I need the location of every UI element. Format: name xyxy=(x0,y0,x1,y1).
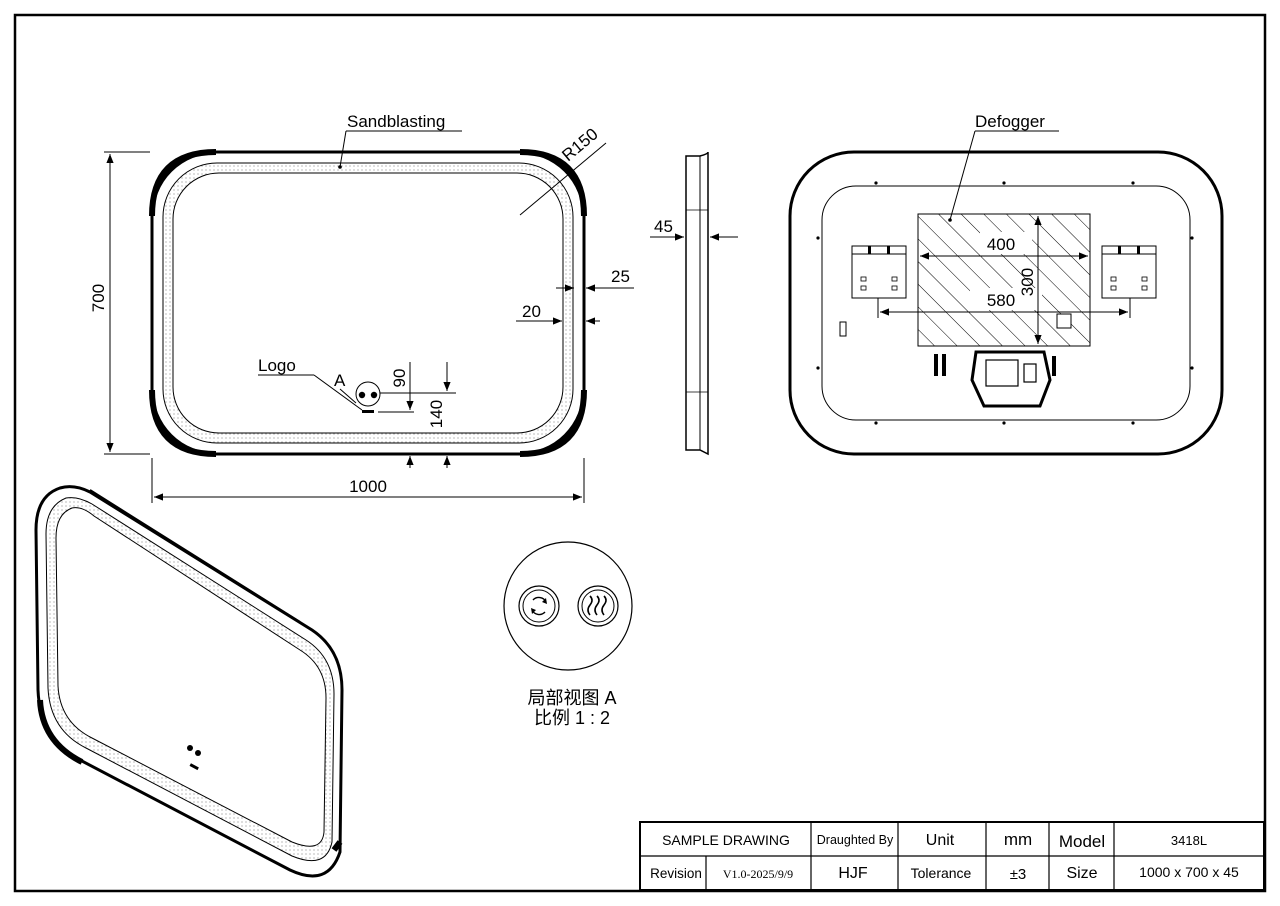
hanger-bracket-left xyxy=(851,245,907,299)
back-inner-panel xyxy=(821,185,1191,421)
defogger-leader xyxy=(949,130,976,221)
drafted-by-label: Draughted By xyxy=(817,833,894,847)
detail-ref-label: A xyxy=(334,371,346,390)
side-view: 45 xyxy=(650,151,738,456)
light-switch-icon xyxy=(358,391,366,399)
back-view: Defogger 400 300 580 xyxy=(788,112,1224,456)
detail-circle xyxy=(503,541,633,671)
radius-label: R150 xyxy=(558,124,601,165)
hanger-bracket-right xyxy=(1101,245,1157,299)
frame-corner-tl xyxy=(149,149,217,217)
logo-mark xyxy=(362,410,374,413)
iso-light-switch-icon xyxy=(187,745,193,751)
side-profile xyxy=(685,151,709,456)
defogger-connector xyxy=(1056,313,1072,329)
revision-value: V1.0-2025/9/9 xyxy=(723,867,793,881)
iso-outer-frame xyxy=(34,485,344,878)
frame-corner-tr xyxy=(519,149,587,217)
front-view: Sandblasting R150 700 1000 25 20 Logo xyxy=(89,112,634,503)
mirror-outline xyxy=(150,150,586,456)
detail-scale: 比例 1 : 2 xyxy=(534,708,610,728)
isometric-view xyxy=(34,485,344,878)
border-outer-dimension: 25 xyxy=(611,267,630,286)
size-label: Size xyxy=(1066,865,1097,882)
light-switch-icon xyxy=(518,585,560,627)
tolerance-label: Tolerance xyxy=(911,865,972,881)
size-value: 1000 x 700 x 45 xyxy=(1139,864,1239,880)
unit-label: Unit xyxy=(926,832,955,849)
height-dimension: 700 xyxy=(89,284,108,312)
revision-label: Revision xyxy=(650,866,702,881)
sandblasting-leader xyxy=(339,130,347,168)
back-outline xyxy=(788,150,1224,456)
radius-leader xyxy=(519,142,607,216)
drawing-type: SAMPLE DRAWING xyxy=(662,832,790,848)
model-value: 3418L xyxy=(1171,833,1207,848)
frame-corner-bl xyxy=(149,389,217,457)
frame-corner-br xyxy=(519,389,587,457)
unit-value: mm xyxy=(1004,830,1032,849)
defogger-label: Defogger xyxy=(975,112,1045,131)
logo-bottom-dimension: 140 xyxy=(427,400,446,428)
model-label: Model xyxy=(1059,832,1105,851)
logo-label: Logo xyxy=(258,356,296,375)
logo-leader xyxy=(313,374,363,411)
defogger-width-dimension: 400 xyxy=(987,235,1015,254)
iso-glass xyxy=(55,507,327,847)
defogger-height-dimension: 300 xyxy=(1018,268,1037,296)
title-block: SAMPLE DRAWING Draughted By Unit mm Mode… xyxy=(639,821,1265,891)
depth-dimension: 45 xyxy=(654,217,673,236)
detail-view-a: 局部视图 A 比例 1 : 2 xyxy=(503,541,633,728)
width-dimension: 1000 xyxy=(349,477,387,496)
mirror-glass xyxy=(172,172,564,434)
defog-switch-icon xyxy=(577,585,619,627)
border-inner-dimension: 20 xyxy=(522,302,541,321)
drafter-value: HJF xyxy=(838,865,868,882)
defog-switch-icon xyxy=(370,391,378,399)
hanger-spacing-dimension: 580 xyxy=(987,291,1015,310)
wire-connectors xyxy=(839,321,1056,376)
sandblasting-label: Sandblasting xyxy=(347,112,445,131)
screw-points xyxy=(816,181,1194,425)
iso-defog-switch-icon xyxy=(195,750,201,756)
detail-title: 局部视图 A xyxy=(527,688,616,708)
logo-offset-dimension: 90 xyxy=(390,369,409,388)
tolerance-value: ±3 xyxy=(1010,866,1027,883)
detail-a-leader xyxy=(339,388,357,404)
touch-sensor-housing xyxy=(355,381,381,407)
